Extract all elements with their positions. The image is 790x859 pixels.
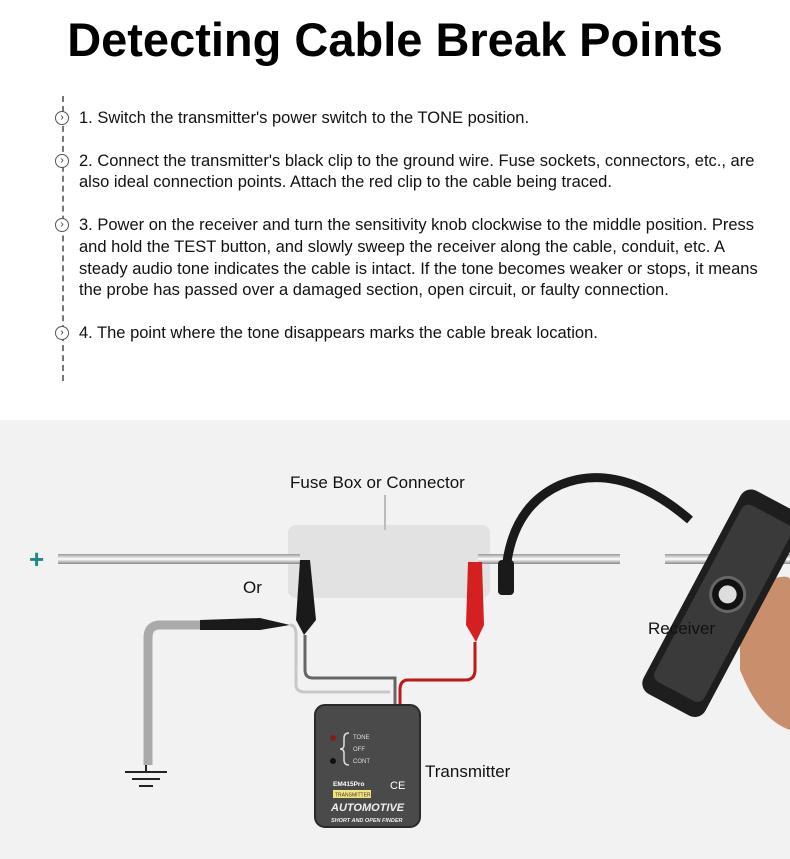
or-label: Or (243, 578, 262, 597)
step-text: 4. The point where the tone disappears m… (79, 323, 598, 342)
black-lead-alt (289, 623, 390, 694)
arrow-bullet-icon: › (55, 153, 69, 168)
step-text: 1. Switch the transmitter's power switch… (79, 109, 530, 127)
step-item: › 1. Switch the transmitter's power swit… (55, 108, 764, 130)
step-item: › 2. Connect the transmitter's black cli… (55, 151, 764, 194)
ground-wire (143, 620, 205, 765)
transmitter-badge: TRANSMITTER (335, 793, 371, 799)
cable (478, 554, 620, 564)
black-clip-alt (200, 618, 290, 630)
ce-mark: CE (390, 780, 405, 792)
receiver-label: Receiver (648, 619, 716, 638)
steps-list: › 1. Switch the transmitter's power swit… (55, 96, 764, 381)
wiring-diagram: TONE OFF CONT EM415Pro CE TRANSMITTER AU… (0, 420, 790, 859)
ground-symbol-icon (125, 765, 167, 787)
receiver-probe-tip (498, 560, 514, 595)
red-clip (466, 562, 484, 642)
brand: AUTOMOTIVE (330, 802, 405, 814)
cable (58, 554, 300, 564)
plus-symbol: + (29, 544, 45, 574)
transmitter-device: TONE OFF CONT EM415Pro CE TRANSMITTER AU… (314, 704, 421, 828)
step-text: 2. Connect the transmitter's black clip … (79, 151, 755, 192)
red-lead (398, 642, 477, 705)
fuse-box (288, 525, 490, 598)
receiver-gooseneck (500, 473, 693, 591)
black-lead (303, 635, 397, 705)
device-subtitle: SHORT AND OPEN FINDER (331, 818, 403, 824)
switch-tone: TONE (353, 735, 370, 741)
model: EM415Pro (333, 781, 364, 788)
arrow-bullet-icon: › (55, 325, 69, 340)
arrow-bullet-icon: › (55, 111, 69, 125)
step-item: › 3. Power on the receiver and turn the … (55, 215, 764, 302)
switch-cont: CONT (353, 759, 370, 765)
switch-off: OFF (353, 747, 365, 753)
fuse-box-label: Fuse Box or Connector (290, 473, 465, 492)
switch-brace-icon (339, 732, 350, 766)
page-title: Detecting Cable Break Points (67, 13, 723, 66)
diagram-graphics: TONE OFF CONT EM415Pro CE TRANSMITTER AU… (58, 473, 790, 828)
transmitter-label: Transmitter (425, 762, 511, 781)
step-text: 3. Power on the receiver and turn the se… (79, 216, 758, 300)
black-clip (296, 560, 316, 635)
receiver-device (642, 489, 790, 717)
arrow-bullet-icon: › (55, 218, 69, 233)
step-item: › 4. The point where the tone disappears… (55, 323, 764, 345)
